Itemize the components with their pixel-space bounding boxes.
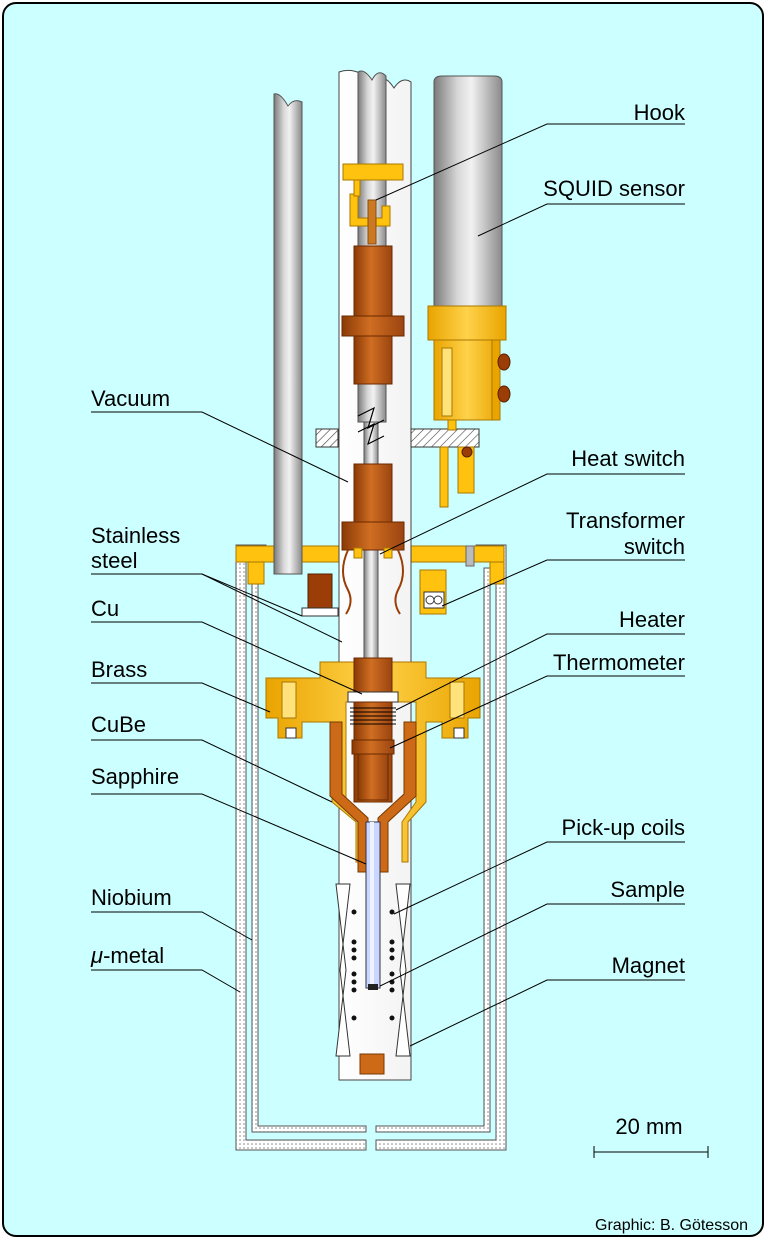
upper-copper-stack — [341, 245, 405, 551]
scale-bar: 20 mm — [593, 1114, 709, 1158]
heater-winding — [350, 707, 396, 725]
lower-copper-body — [347, 657, 399, 803]
label-transformer-line2: switch — [624, 534, 685, 559]
label-mu-metal-symbol: μ — [90, 943, 103, 968]
brass-flange — [265, 661, 481, 863]
leader-lines — [91, 123, 685, 1047]
label-niobium: Niobium — [91, 885, 172, 910]
label-mu-metal: μ-metal — [90, 943, 164, 968]
label-hook: Hook — [634, 100, 686, 125]
label-heat-switch: Heat switch — [571, 446, 685, 471]
label-thermometer: Thermometer — [553, 650, 685, 675]
left-copper-block — [301, 573, 339, 617]
label-transformer-line1: Transformer — [566, 508, 685, 533]
pickup-coils — [351, 909, 395, 1021]
label-pickup-coils: Pick-up coils — [562, 815, 685, 840]
left-gray-tube — [273, 93, 303, 575]
heat-switch — [342, 547, 404, 615]
hook-assembly — [342, 163, 404, 245]
label-magnet: Magnet — [612, 953, 685, 978]
label-cu: Cu — [91, 596, 119, 621]
transformer-switch — [419, 569, 447, 615]
magnet-coils — [335, 883, 411, 1057]
label-stainless-line1: Stainless — [91, 523, 180, 548]
label-mu-metal-rest: -metal — [103, 943, 164, 968]
squid-sensor — [427, 75, 511, 508]
scale-bar-label: 20 mm — [615, 1114, 682, 1139]
mounting-plate — [315, 428, 480, 448]
apparatus-diagram: 20 mm Vacuum Stainless steel Cu Brass Cu… — [90, 69, 748, 1234]
label-squid-sensor: SQUID sensor — [543, 176, 685, 201]
label-vacuum: Vacuum — [91, 386, 170, 411]
label-stainless-line2: steel — [91, 548, 137, 573]
graphic-credit: Graphic: B. Götesson — [595, 1217, 748, 1234]
label-brass: Brass — [91, 657, 147, 682]
break-mark — [357, 406, 385, 446]
label-cube: CuBe — [91, 712, 146, 737]
label-sample: Sample — [610, 877, 685, 902]
tube-bottom — [359, 1053, 385, 1075]
sapphire-rod — [365, 821, 381, 990]
label-heater: Heater — [619, 607, 685, 632]
label-sapphire: Sapphire — [91, 764, 179, 789]
